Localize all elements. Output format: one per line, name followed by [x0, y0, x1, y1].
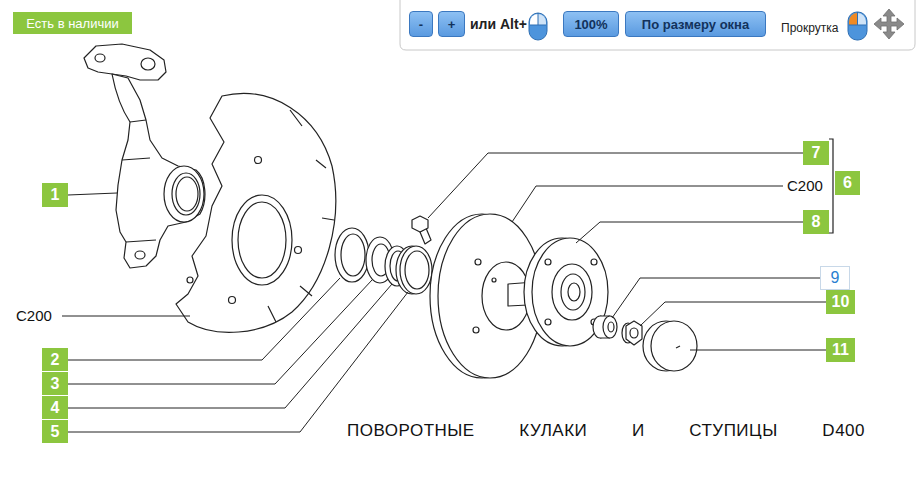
callout-number-text: 9 — [831, 269, 840, 287]
hub-cap — [643, 321, 697, 371]
callout-number-text: 5 — [51, 423, 60, 441]
diagram-title: ПОВОРОТНЫЕ КУЛАКИ И СТУПИЦЫ D400 — [347, 421, 865, 440]
toolbar-hint: Прокрутка — [781, 21, 838, 35]
leader-lines — [62, 153, 826, 432]
title-wrap: ПОВОРОТНЫЕ КУЛАКИ И СТУПИЦЫ D400 — [347, 421, 865, 441]
callout-number-text: 2 — [51, 351, 60, 369]
button-label: По размеру окна — [642, 17, 749, 32]
callout-number: 9 — [820, 266, 850, 290]
move-icon — [874, 9, 904, 39]
zoom-reset-button: 100% — [563, 11, 619, 37]
callout-number-text: 7 — [812, 144, 821, 162]
wheel-hub — [524, 238, 608, 346]
callout-number: 2 — [42, 348, 68, 371]
button-label: + — [448, 17, 456, 32]
mouse-icon — [529, 13, 547, 40]
bolt — [412, 216, 431, 244]
part-code-label: C200 — [16, 307, 52, 324]
button-label: - — [419, 17, 423, 32]
text-holder: Прокрутка — [781, 18, 838, 36]
callout-number-text: 10 — [832, 293, 850, 311]
callout-number: 10 — [826, 290, 855, 314]
mouse-icon — [848, 12, 867, 40]
callout-number: 4 — [42, 396, 68, 419]
callout-number: 11 — [826, 338, 855, 362]
callout-number: 6 — [835, 171, 860, 195]
availability-badge: Есть в наличии — [13, 12, 132, 34]
text-holder: или Alt+ — [470, 15, 527, 33]
bearing-cage — [396, 246, 432, 294]
toolbar-hint: или Alt+ — [470, 16, 527, 32]
hub-nut — [593, 316, 617, 338]
part-code-wrap: C200 — [16, 307, 52, 324]
callout-number-text: 3 — [51, 375, 60, 393]
callout-number-text: 6 — [843, 174, 852, 192]
callout-number: 7 — [803, 141, 829, 165]
lock-nut — [622, 321, 642, 345]
part-code-wrap: C200 — [787, 177, 823, 194]
button-label: 100% — [574, 17, 607, 32]
callout-number-text: 8 — [812, 213, 821, 231]
callout-number: 8 — [803, 210, 829, 234]
steering-knuckle — [84, 44, 205, 268]
fit-window-button: По размеру окна — [625, 11, 766, 37]
zoom-in-button: + — [438, 11, 465, 37]
toolbar-panel: или Alt+ Прокрутка - +100% По размеру окна — [400, 0, 915, 50]
callout-number: 5 — [42, 420, 68, 443]
brake-shield — [176, 93, 336, 332]
group-bracket — [829, 139, 833, 233]
callout-number: 3 — [42, 372, 68, 395]
badge-text: Есть в наличии — [26, 16, 118, 31]
part-code-label: C200 — [787, 177, 823, 194]
callout-number: 1 — [42, 183, 68, 207]
callout-number-text: 4 — [51, 399, 60, 417]
toolbar-ground — [400, 0, 915, 50]
callout-number-text: 11 — [832, 341, 849, 359]
callout-number-text: 1 — [51, 186, 60, 204]
zoom-out-button: - — [409, 11, 433, 37]
seal-ring — [335, 228, 369, 282]
